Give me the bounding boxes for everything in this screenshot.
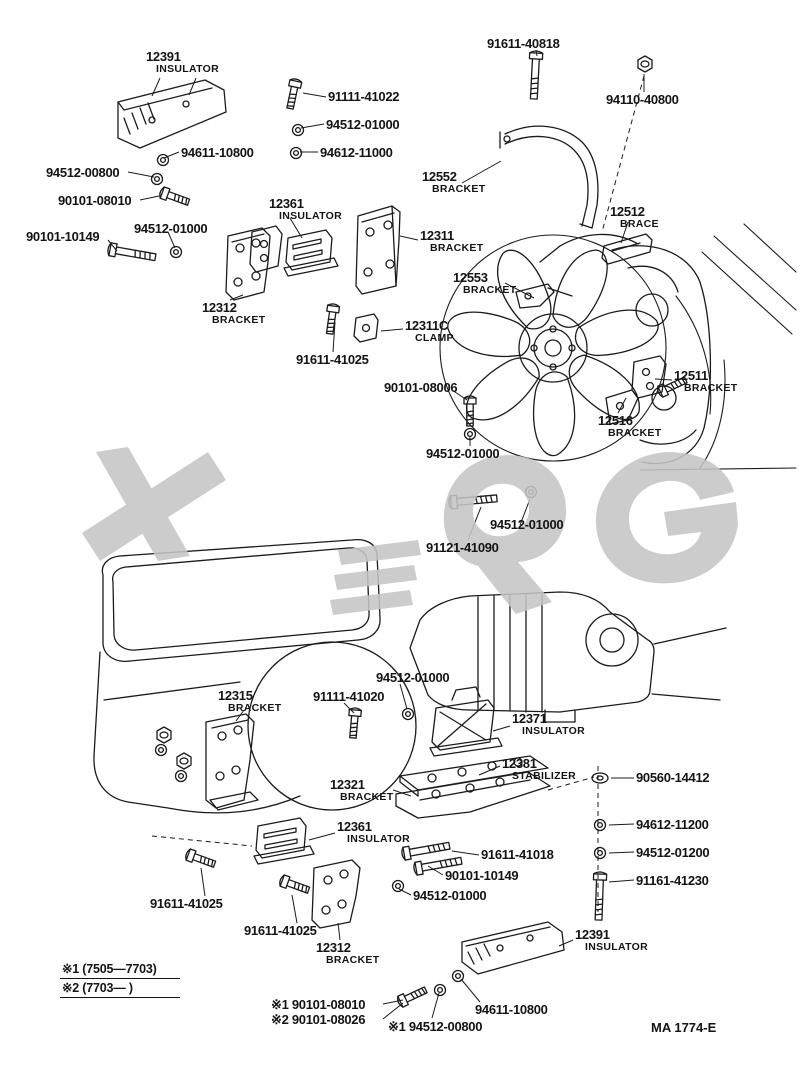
legend-row-1: ※1 (7505—7703) xyxy=(60,960,180,979)
legend: ※1 (7505—7703) ※2 (7703— ) xyxy=(60,960,180,998)
insulator-12371-part xyxy=(429,686,503,757)
bracket-12311-part xyxy=(355,205,401,295)
engine-front-part xyxy=(539,233,712,465)
cooling-fan-part xyxy=(439,234,667,462)
bracket-12315-part xyxy=(205,713,259,811)
bracket-12312-top-part xyxy=(225,227,271,301)
watermark xyxy=(82,447,738,615)
transmission-part xyxy=(409,591,727,723)
clamp-12311c-part xyxy=(353,313,379,343)
bracket-12552-part xyxy=(499,125,599,229)
washer-90560-part xyxy=(591,772,609,784)
engine-block-part xyxy=(93,641,417,814)
insulator-12391-top-part xyxy=(117,79,227,149)
legend-row-2: ※2 (7703— ) xyxy=(60,979,180,998)
insulator-12391-bottom-part xyxy=(461,921,565,975)
dashed-lines xyxy=(151,75,645,912)
insulator-12361-top-part xyxy=(249,225,339,277)
document-code: MA 1774-E xyxy=(651,1020,717,1035)
bracket-12553-part xyxy=(515,283,573,309)
insulator-12361-bottom-part xyxy=(253,817,315,865)
body-panel-lines xyxy=(639,223,797,471)
bracket-12312-bottom-part xyxy=(311,859,361,929)
leader-lines xyxy=(107,49,673,1020)
bracket-12321-part xyxy=(395,771,551,819)
stabilizer-12381-part xyxy=(399,755,549,797)
valve-cover-part xyxy=(101,538,381,662)
